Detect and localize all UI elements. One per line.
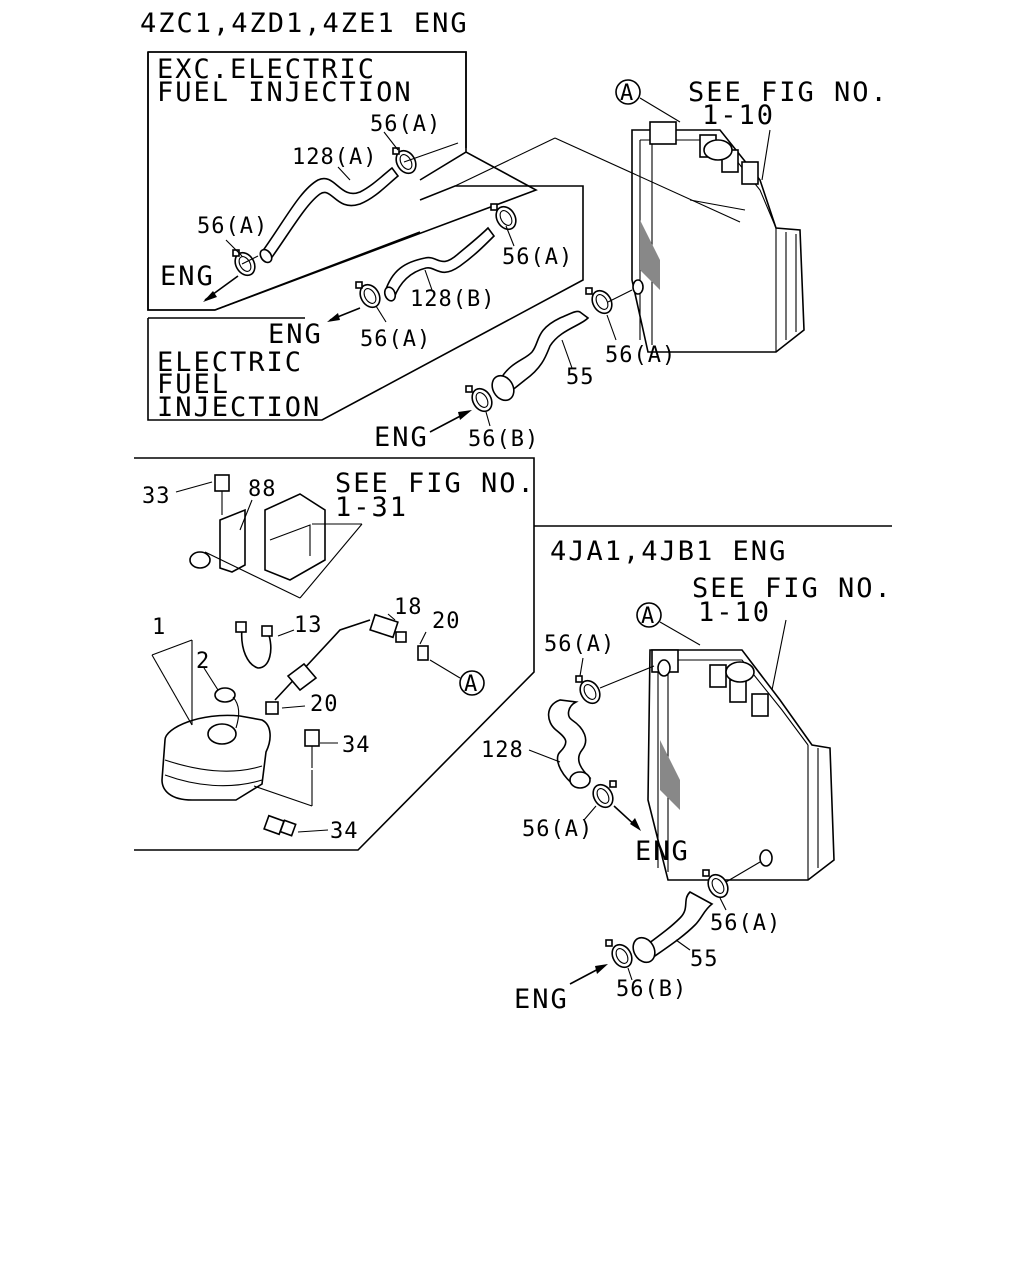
- label-eng: ENG: [514, 984, 569, 1015]
- eng-arrow: [569, 964, 608, 985]
- box-electric-fuel-injection: ELECTRIC FUEL INJECTION: [147, 185, 584, 423]
- label-56a: 56(A): [605, 343, 676, 368]
- hose-55: [632, 891, 714, 964]
- label-55: 55: [566, 365, 595, 390]
- eng-arrow: [327, 307, 361, 322]
- clamp-56a: [575, 675, 601, 705]
- clip-20: [265, 645, 429, 715]
- ref-a-circle: [459, 670, 485, 696]
- label-56b: 56(B): [616, 977, 687, 1002]
- elec-title-line3: INJECTION: [157, 392, 321, 423]
- radiator-upper: [631, 121, 805, 353]
- label-see-fig: SEE FIG NO.: [335, 468, 536, 499]
- label-ref-a: A: [641, 604, 655, 629]
- label-eng: ENG: [160, 261, 215, 292]
- elec-title-line1: ELECTRIC: [157, 347, 303, 378]
- heading-4zc1-engines: 4ZC1,4ZD1,4ZE1 ENG: [140, 8, 469, 39]
- hose-55: [491, 310, 590, 402]
- washer-pipe-18: [274, 613, 407, 701]
- label-33: 33: [142, 484, 171, 509]
- label-34: 34: [330, 819, 359, 844]
- bracket-88: [189, 474, 326, 581]
- clamp-56a: [592, 780, 617, 809]
- elec-title-line2: FUEL: [157, 369, 230, 400]
- label-56a: 56(A): [197, 214, 268, 239]
- clamp-56b: [605, 939, 633, 969]
- clamp-56a: [232, 249, 256, 277]
- ref-a-circle: [636, 602, 662, 628]
- box-reservoir: [134, 457, 535, 851]
- label-fig-1-10: 1-10: [698, 597, 771, 628]
- clamp-56a: [355, 281, 381, 309]
- hose-128a: [259, 166, 400, 264]
- label-128a: 128(A): [292, 145, 377, 170]
- eng-arrow: [613, 805, 641, 831]
- label-see-fig: SEE FIG NO.: [688, 77, 889, 108]
- label-56b: 56(B): [468, 427, 539, 452]
- label-13: 13: [294, 613, 323, 638]
- label-eng: ENG: [268, 319, 323, 350]
- label-128b: 128(B): [410, 287, 495, 312]
- wire-harness-13: [235, 621, 273, 669]
- exc-title-line2: FUEL INJECTION: [157, 77, 413, 108]
- ref-a-circle: [615, 79, 641, 105]
- heading-4ja1-engines: 4JA1,4JB1 ENG: [550, 536, 787, 567]
- label-34: 34: [342, 733, 371, 758]
- clamp-56a: [490, 203, 517, 231]
- label-56a: 56(A): [522, 817, 593, 842]
- bolt-34: [263, 729, 320, 837]
- clamp-56b: [465, 385, 493, 413]
- box-exc-electric-fuel-injection: EXC.ELECTRIC FUEL INJECTION: [147, 51, 538, 311]
- label-fig-1-31: 1-31: [335, 492, 408, 523]
- label-ref-a: A: [620, 81, 634, 106]
- clamp-56a: [392, 147, 417, 175]
- label-eng: ENG: [374, 422, 429, 453]
- label-56a: 56(A): [370, 112, 441, 137]
- reservoir-tank-1: [161, 687, 271, 801]
- radiator-lower: [647, 649, 835, 881]
- label-20: 20: [432, 609, 461, 634]
- label-see-fig: SEE FIG NO.: [692, 573, 893, 604]
- label-fig-1-10: 1-10: [702, 100, 775, 131]
- clamp-56a: [585, 287, 613, 315]
- label-20: 20: [310, 692, 339, 717]
- label-ref-a: A: [464, 672, 478, 697]
- label-56a: 56(A): [710, 911, 781, 936]
- label-128: 128: [481, 738, 524, 763]
- label-56a: 56(A): [360, 327, 431, 352]
- label-1: 1: [152, 615, 166, 640]
- label-eng: ENG: [635, 836, 690, 867]
- clamp-56a: [702, 869, 729, 899]
- hose-128b: [383, 226, 496, 302]
- label-18: 18: [394, 595, 423, 620]
- exc-title-line1: EXC.ELECTRIC: [157, 54, 376, 85]
- label-55: 55: [690, 947, 719, 972]
- label-2: 2: [196, 649, 210, 674]
- label-56a: 56(A): [544, 632, 615, 657]
- eng-arrow: [429, 410, 472, 433]
- label-88: 88: [248, 477, 277, 502]
- label-56a: 56(A): [502, 245, 573, 270]
- eng-arrow: [203, 275, 239, 302]
- hose-128: [547, 699, 592, 789]
